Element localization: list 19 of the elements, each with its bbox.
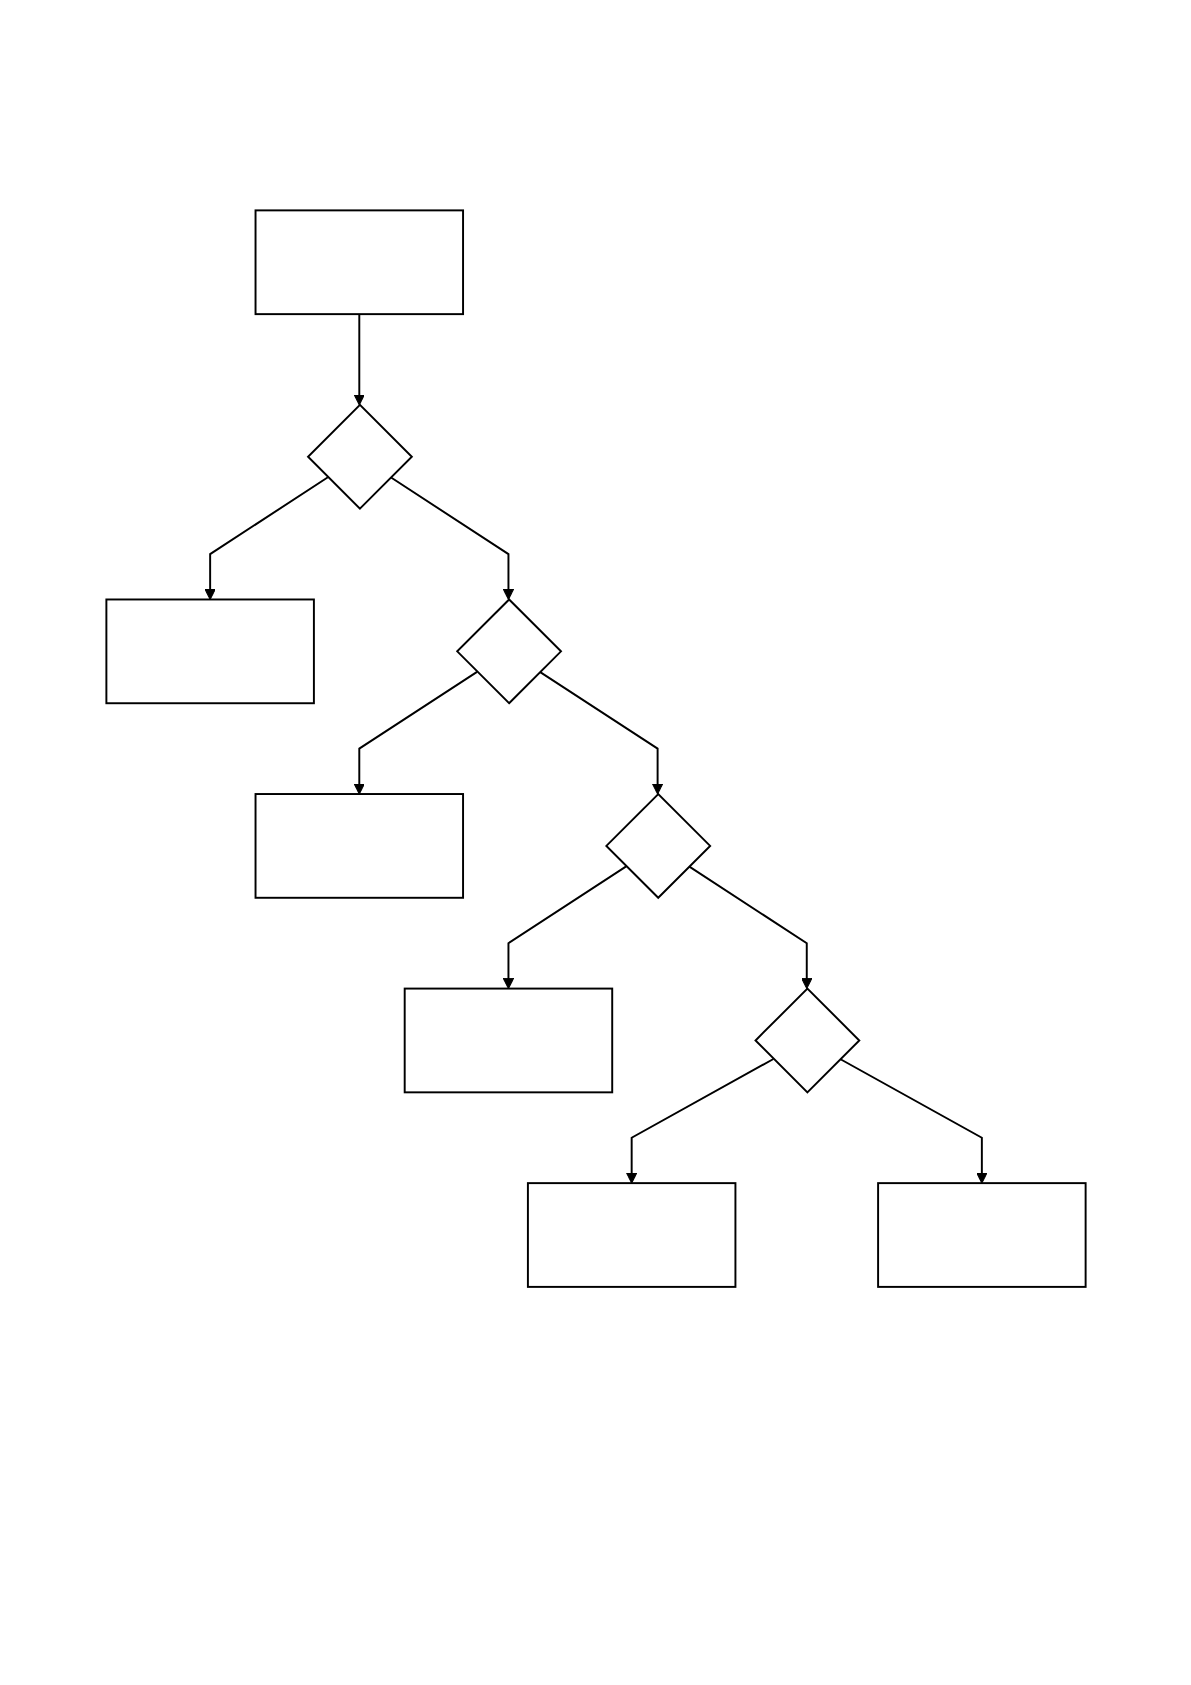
process-box xyxy=(104,598,315,705)
arrow xyxy=(625,1058,774,1184)
process-box xyxy=(254,209,464,316)
process-box xyxy=(403,987,613,1094)
decision-diamond xyxy=(753,987,861,1094)
process-box xyxy=(526,1182,736,1288)
arrow xyxy=(353,313,365,406)
process-box xyxy=(254,793,464,899)
arrow xyxy=(502,865,627,990)
arrow xyxy=(687,865,812,990)
decision-diamond xyxy=(306,403,413,511)
arrow xyxy=(389,476,514,600)
arrow xyxy=(203,476,329,600)
arrow xyxy=(538,670,663,795)
arrow xyxy=(353,670,478,795)
decision-diamond xyxy=(604,792,711,900)
arrow xyxy=(838,1058,988,1184)
process-box xyxy=(876,1182,1087,1288)
decision-diamond xyxy=(455,598,562,705)
